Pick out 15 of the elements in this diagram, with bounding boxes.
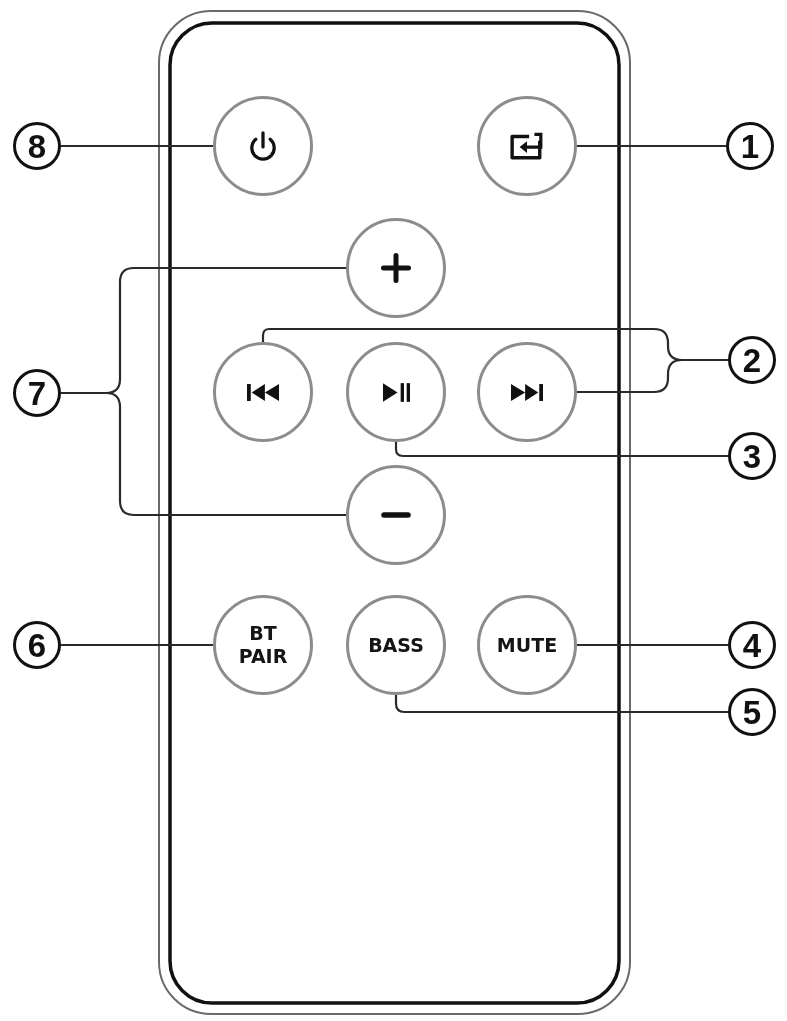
leader-line [61,643,213,647]
callout-number: 6 [13,621,61,669]
callout-number: 4 [728,621,776,669]
callout-number: 7 [13,369,61,417]
callout-number: 3 [728,432,776,480]
leader-line [577,144,726,148]
callout-number: 5 [728,688,776,736]
leader-line [61,391,346,517]
leader-line [394,695,728,714]
leader-line [577,358,728,394]
callout-number: 2 [728,336,776,384]
leader-line [577,643,728,647]
leader-line [61,144,213,148]
callout-number: 1 [726,122,774,170]
callout-number: 8 [13,122,61,170]
